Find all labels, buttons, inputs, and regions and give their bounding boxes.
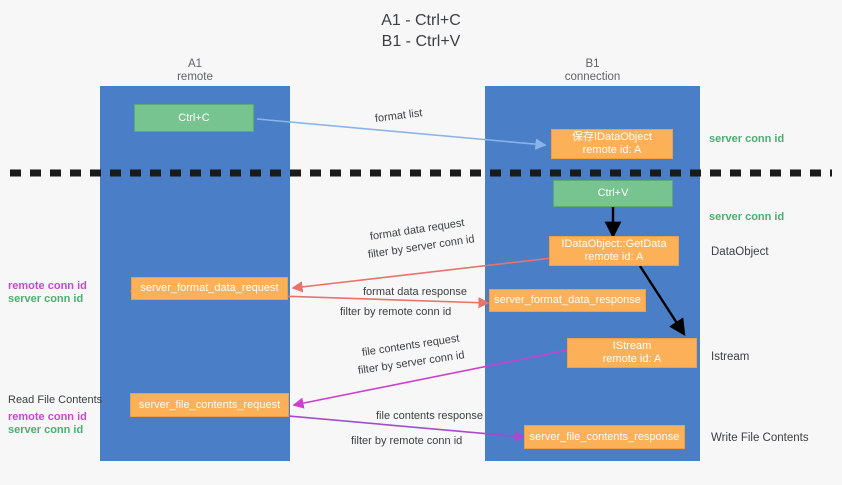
lane-header-a1: A1 remote xyxy=(177,58,213,83)
left-label-server-conn-id-2: server conn id xyxy=(8,424,84,436)
box-save-idataobject[interactable]: 保存IDataObject remote id: A xyxy=(551,129,673,159)
filter-prefix-text: filter by xyxy=(357,359,397,377)
annotation-file-contents-response-title: file contents response xyxy=(376,410,484,422)
annotation-format-data-response-filter: filter by remote conn id xyxy=(340,305,451,319)
lane-header-b1: B1 connection xyxy=(564,58,621,83)
right-label-dataobject: DataObject xyxy=(711,246,769,258)
left-label-remote-conn-id-2: remote conn id xyxy=(8,411,87,423)
box-ctrl-v[interactable]: Ctrl+V xyxy=(553,180,673,207)
filter-value-remote-conn-id: remote conn id xyxy=(378,306,452,318)
diagram-title: A1 - Ctrl+C B1 - Ctrl+V xyxy=(381,12,461,50)
box-server-file-contents-response[interactable]: server_file_contents_response xyxy=(524,425,685,449)
filter-prefix-text: filter by xyxy=(367,243,407,261)
right-label-server-conn-id-2: server conn id xyxy=(709,211,785,223)
annotation-file-contents-response-filter: filter by remote conn id xyxy=(351,434,462,448)
annotation-format-list: format list xyxy=(374,107,424,125)
filter-value-remote-conn-id: remote conn id xyxy=(389,435,463,447)
left-label-remote-conn-id-1: remote conn id xyxy=(8,280,87,292)
right-label-write-file-contents: Write File Contents xyxy=(711,432,809,444)
box-idataobject-getdata[interactable]: IDataObject::GetData remote id: A xyxy=(549,236,679,266)
annotation-format-data-response-title: format data response xyxy=(363,286,467,298)
right-label-server-conn-id-1: server conn id xyxy=(709,133,785,145)
left-label-server-conn-id-1: server conn id xyxy=(8,293,84,305)
box-server-format-data-request[interactable]: server_format_data_request xyxy=(131,277,288,300)
right-label-istream: Istream xyxy=(711,351,750,363)
filter-prefix-text: filter by xyxy=(351,435,390,447)
box-istream[interactable]: IStream remote id: A xyxy=(567,338,697,368)
left-label-read-file-contents: Read File Contents xyxy=(8,394,103,406)
box-server-file-contents-request[interactable]: server_file_contents_request xyxy=(130,393,289,417)
box-server-format-data-response[interactable]: server_format_data_response xyxy=(489,289,646,312)
box-ctrl-c[interactable]: Ctrl+C xyxy=(134,104,254,132)
filter-prefix-text: filter by xyxy=(340,306,379,318)
